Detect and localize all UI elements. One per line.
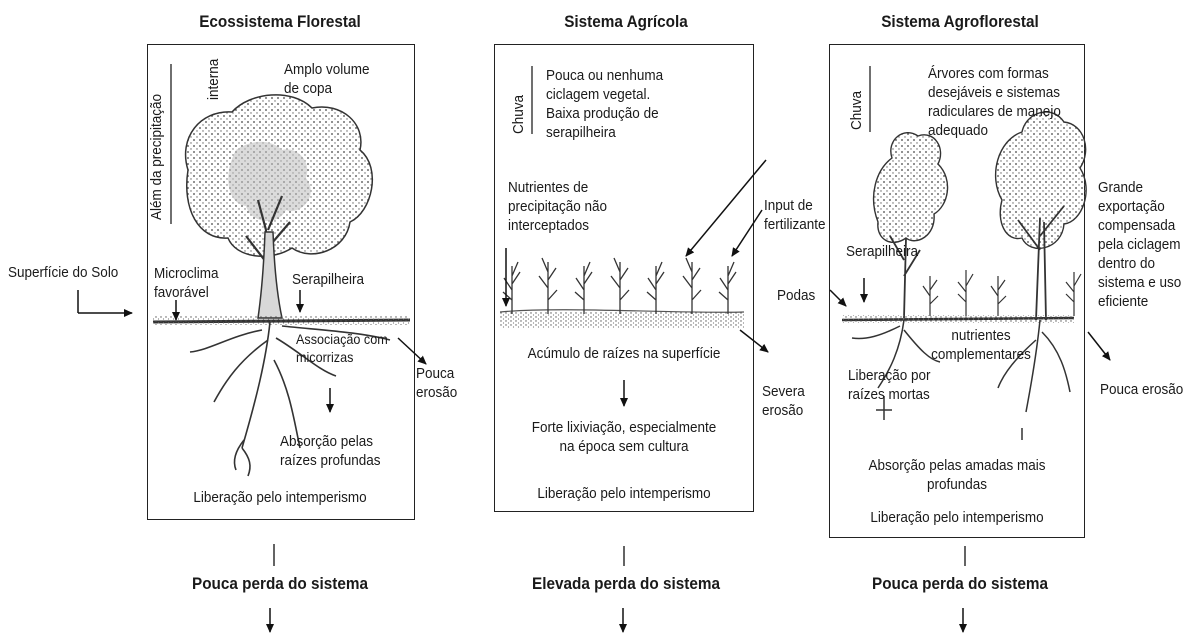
forest-mycorrhiza-text: Associação com micorrizas	[296, 331, 388, 365]
forest-microclimate-text: Microclima favorável	[154, 265, 219, 301]
agri-footer: Elevada perda do sistema	[532, 574, 720, 593]
agroforestry-litter-text: Serapilheira	[846, 243, 919, 260]
export-label: Grande exportação compensada pela ciclag…	[1098, 179, 1182, 310]
crop-illustration	[502, 257, 737, 314]
agroforestry-release-text: Liberação pelo intemperismo	[870, 509, 1044, 526]
agri-roots-text: Acúmulo de raízes na superfície	[527, 345, 721, 362]
forest-absorption-text: Absorção pelas raízes profundas	[280, 433, 381, 469]
agroforestry-absorption-text: Absorção pelas amadas mais profundas	[868, 457, 1046, 493]
forest-litter-text: Serapilheira	[292, 271, 365, 288]
agri-leaching-text: Forte lixiviação, especialmente na época…	[531, 419, 717, 455]
title-agricultural: Sistema Agrícola	[564, 12, 688, 31]
panel-agricultural	[494, 44, 754, 512]
agroforestry-trees-text: Árvores com formas desejáveis e sistemas…	[928, 65, 1061, 139]
low-erosion-label-3: Pouca erosão	[1100, 381, 1184, 398]
severe-erosion-label: Severa erosão	[762, 383, 805, 419]
agri-cycling-text: Pouca ou nenhuma ciclagem vegetal. Baixa…	[546, 67, 664, 141]
forest-rain-label: Além da precipitação	[148, 93, 165, 220]
agroforestry-dead-roots-text: Liberação por raízes mortas	[848, 367, 931, 403]
forest-canopy-text: Amplo volume de copa	[284, 61, 370, 97]
forest-tree-illustration	[184, 94, 374, 319]
agri-nutrients-text: Nutrientes de precipitação não intercept…	[508, 179, 608, 234]
forest-footer: Pouca perda do sistema	[191, 574, 369, 593]
agri-release-text: Liberação pelo intemperismo	[537, 485, 711, 502]
low-erosion-label-1: Pouca erosão	[416, 365, 458, 401]
agroforestry-complementary-text: nutrientes complementares	[931, 327, 1031, 363]
agroforestry-footer: Pouca perda do sistema	[871, 574, 1049, 593]
fertilizer-label: Input de fertilizante	[764, 197, 826, 233]
forest-release-text: Liberação pelo intemperismo	[193, 489, 367, 506]
soil-surface-label: Superfície do Solo	[8, 264, 119, 281]
forest-roots	[189, 321, 391, 477]
forest-rain-label-2: interna	[205, 58, 222, 100]
agroforestry-rain-label: Chuva	[848, 90, 865, 130]
agri-rain-label: Chuva	[510, 94, 527, 134]
agroforestry-trees-illustration	[872, 111, 1087, 321]
title-forest: Ecossistema Florestal	[199, 12, 361, 31]
title-agroforestry: Sistema Agroflorestal	[881, 12, 1039, 31]
prunings-label: Podas	[777, 287, 816, 304]
